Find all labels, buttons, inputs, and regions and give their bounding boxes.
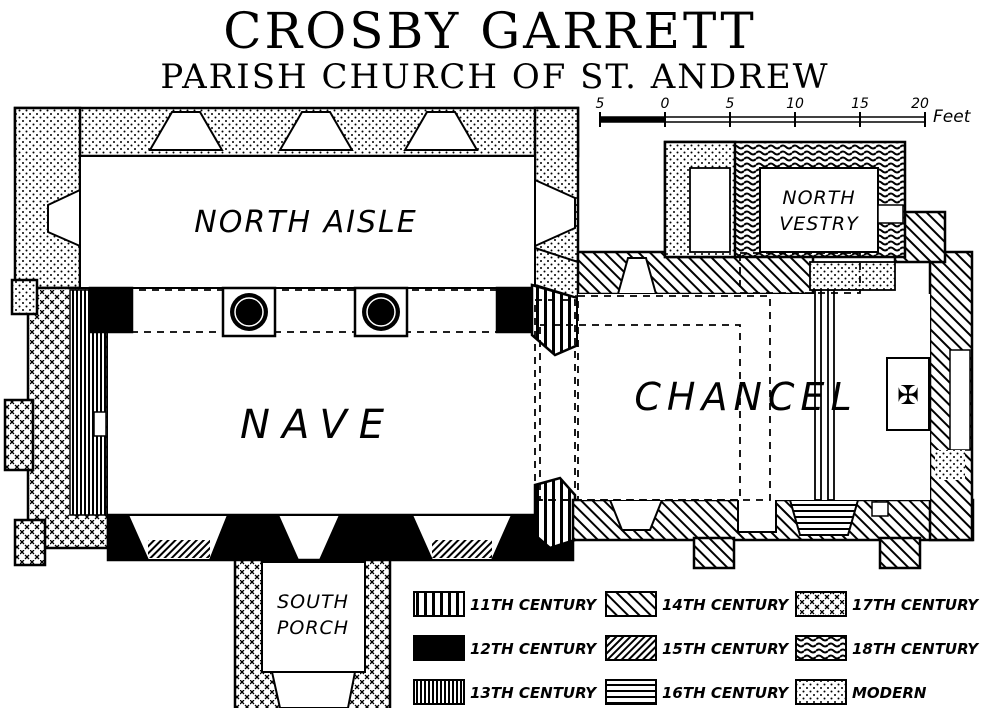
west-buttress (10, 278, 39, 316)
north-vestry-west-recess (689, 167, 731, 253)
legend-swatch (795, 591, 847, 617)
nave-south-window-15th (432, 540, 492, 558)
altar (886, 357, 930, 431)
room-label-chancel: CHANCEL (634, 375, 857, 419)
legend-item: 12TH CENTURY (413, 635, 598, 661)
scale-tick-label: 15 (851, 96, 869, 112)
legend-swatch (413, 591, 465, 617)
arcade-respond-12th (88, 286, 134, 334)
legend-label: 18TH CENTURY (852, 640, 980, 658)
room-label-north-aisle: NORTH AISLE (194, 205, 417, 240)
scale-bar: 5 0 5 10 15 20 Feet (596, 96, 972, 127)
chancel-arch-outline (534, 299, 576, 501)
chancel-piscina (871, 501, 889, 517)
plan-subtitle: PARISH CHURCH OF ST. ANDREW (160, 57, 829, 97)
legend-item: 15TH CENTURY (605, 635, 790, 661)
scale-unit-label: Feet (933, 107, 972, 127)
north-aisle-window (278, 111, 354, 151)
room-label-north-vestry: NORTH (782, 187, 855, 209)
legend-swatch (605, 679, 657, 705)
legend-label: MODERN (852, 684, 927, 702)
legend-label: 16TH CENTURY (662, 684, 790, 702)
scale-tick-label: 20 (911, 96, 929, 112)
arcade-outline (99, 289, 541, 333)
chancel-step-outline (577, 295, 771, 501)
legend-item: 16TH CENTURY (605, 679, 790, 705)
legend-swatch (795, 635, 847, 661)
legend-swatch (413, 679, 465, 705)
chancel-north-wall (576, 250, 815, 296)
chancel-inner-outline (539, 324, 741, 501)
altar-cross-icon: ✠ (897, 381, 919, 411)
legend-swatch (605, 635, 657, 661)
room-label-south-porch: PORCH (277, 617, 349, 639)
chancel-floor (578, 294, 930, 500)
north-vestry-dash (739, 252, 861, 294)
chancel-east-modern (935, 450, 965, 480)
legend-swatch (605, 591, 657, 617)
north-aisle-window (403, 111, 479, 151)
legend-label: 11TH CENTURY (470, 596, 598, 614)
legend-swatch (795, 679, 847, 705)
legend-label: 12TH CENTURY (470, 640, 598, 658)
legend-item: 11TH CENTURY (413, 591, 598, 617)
south-porch-doorway (270, 671, 357, 708)
legend-swatch (413, 635, 465, 661)
scale-tick-label: 10 (786, 96, 804, 112)
legend-label: 13TH CENTURY (470, 684, 598, 702)
west-window-opening (93, 411, 107, 437)
chancel-south-window-16th (788, 499, 860, 536)
scale-tick-label: 5 (596, 96, 605, 112)
nave-floor (108, 330, 535, 515)
nave-south-window-15th (148, 540, 210, 558)
chancel-arch-south-respond (533, 476, 577, 550)
legend-label: 17TH CENTURY (852, 596, 980, 614)
north-vestry-door (877, 204, 904, 224)
plan-title: CROSBY GARRETT (223, 2, 756, 60)
north-aisle-floor (79, 155, 536, 289)
west-buttress (3, 398, 35, 472)
chancel-east-window (949, 349, 971, 451)
room-label-south-porch: SOUTH (277, 591, 349, 613)
chancel-north-ledge (809, 261, 896, 291)
legend-item: 13TH CENTURY (413, 679, 598, 705)
legend-item: 14TH CENTURY (605, 591, 790, 617)
legend: 11TH CENTURY 12TH CENTURY 13TH CENTURY 1… (413, 591, 980, 705)
north-aisle-window (148, 111, 224, 151)
legend-label: 14TH CENTURY (662, 596, 790, 614)
chancel-south-buttress (692, 536, 736, 570)
west-buttress (13, 518, 47, 567)
room-label-nave: NAVE (240, 402, 396, 448)
legend-item: MODERN (795, 679, 927, 705)
scale-tick-label: 5 (726, 96, 735, 112)
chancel-south-buttress (878, 536, 922, 570)
legend-item: 18TH CENTURY (795, 635, 980, 661)
north-vestry-floor (759, 167, 879, 253)
scale-tick-label: 0 (661, 96, 670, 112)
legend-label: 15TH CENTURY (662, 640, 790, 658)
room-label-north-vestry: VESTRY (779, 213, 859, 235)
legend-item: 17TH CENTURY (795, 591, 980, 617)
